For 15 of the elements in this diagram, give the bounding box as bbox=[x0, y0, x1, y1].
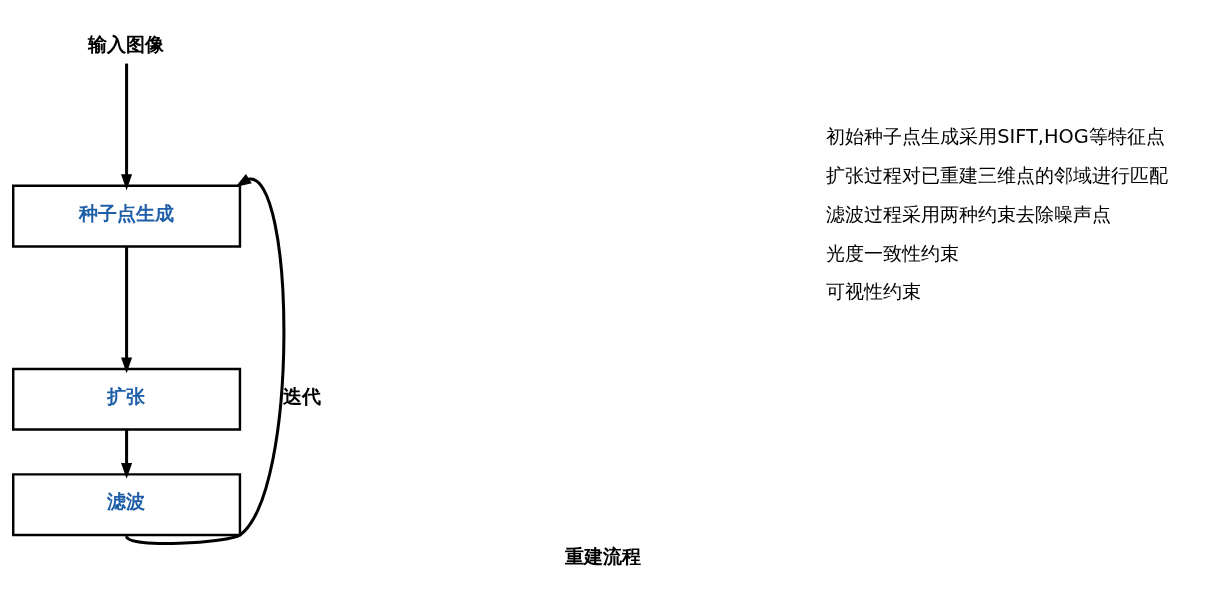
node-box: 滤波 bbox=[12, 473, 242, 537]
caption: 重建流程 bbox=[565, 544, 642, 568]
edge-label: 迭代 bbox=[283, 384, 321, 408]
arrow bbox=[121, 246, 133, 374]
arrow bbox=[121, 63, 133, 191]
node-box: 扩张 bbox=[12, 367, 242, 431]
label: 光度一致性约束 bbox=[826, 241, 960, 265]
label: 可视性约束 bbox=[826, 280, 922, 304]
node-box: 种子点生成 bbox=[12, 184, 242, 248]
arrow bbox=[121, 429, 133, 479]
label: 扩张过程对已重建三维点的邻域进行匹配 bbox=[826, 163, 1169, 187]
arrow bbox=[125, 173, 286, 545]
label: 初始种子点生成采用SIFT,HOG等特征点 bbox=[826, 125, 1165, 149]
node-text: 输入图像 bbox=[87, 33, 164, 57]
label: 滤波过程采用两种约束去除噪声点 bbox=[826, 202, 1112, 226]
